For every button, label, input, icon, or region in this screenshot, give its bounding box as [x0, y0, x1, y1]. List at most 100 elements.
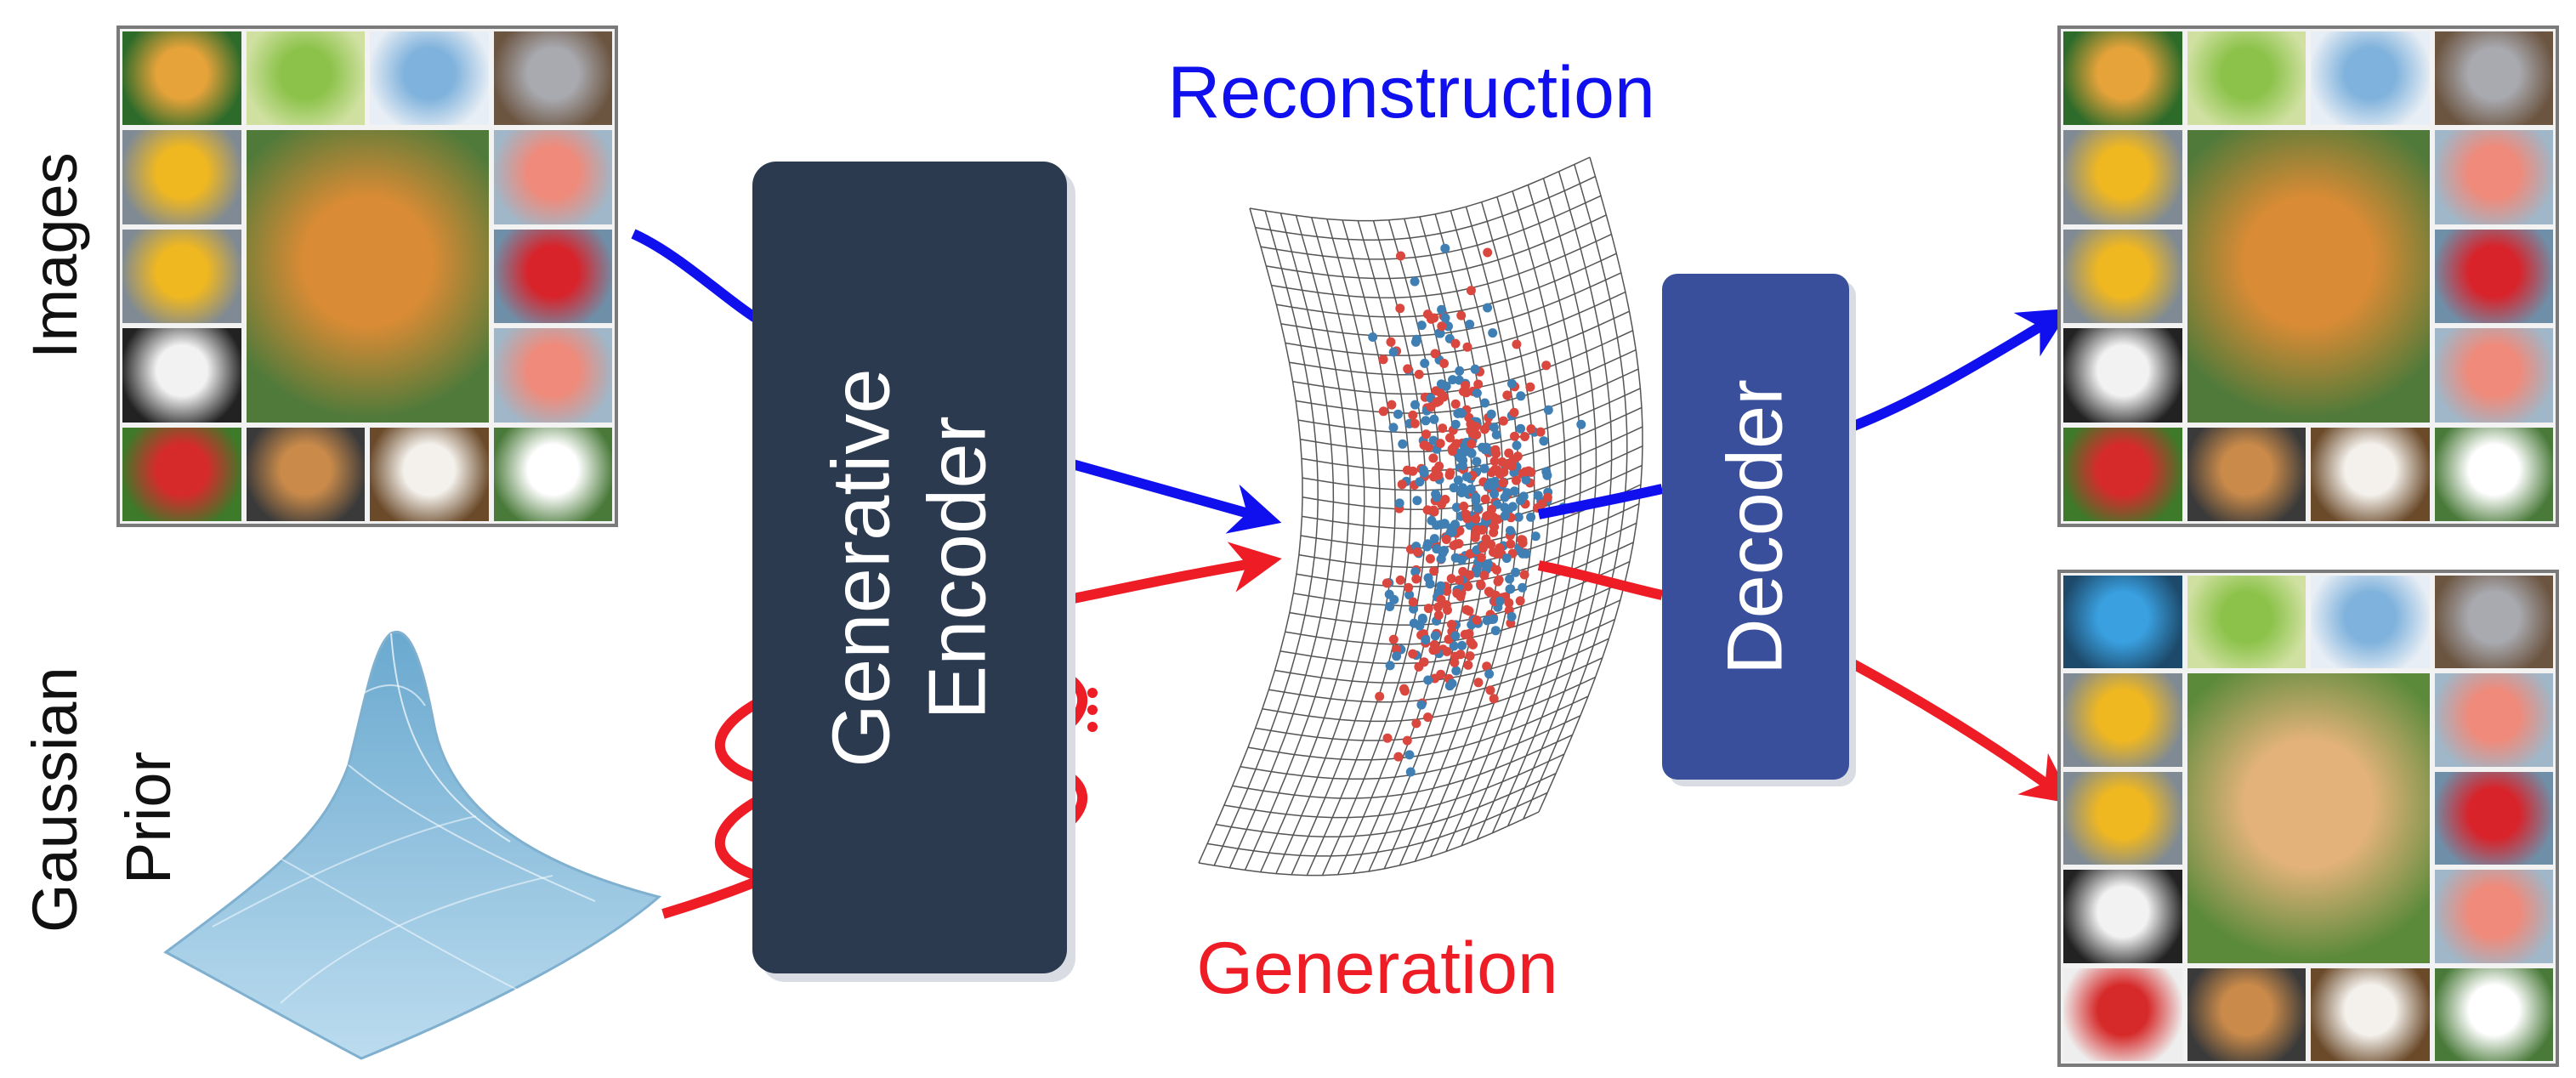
- reconstruction-to-latent-arrow: [1068, 458, 1282, 534]
- latent-point-reconstruction: [1429, 534, 1439, 544]
- latent-point-reconstruction: [1479, 463, 1489, 474]
- latent-point-generation: [1445, 468, 1455, 478]
- manifold-line: [1260, 217, 1365, 873]
- latent-point-reconstruction: [1516, 423, 1526, 434]
- latent-point-reconstruction: [1423, 675, 1433, 685]
- latent-point-reconstruction: [1428, 435, 1438, 445]
- latent-point-generation: [1512, 339, 1522, 349]
- latent-point-reconstruction: [1421, 635, 1431, 645]
- latent-point-reconstruction: [1500, 492, 1510, 502]
- latent-point-generation: [1459, 502, 1469, 511]
- latent-point-generation: [1493, 514, 1503, 525]
- latent-point-reconstruction: [1486, 409, 1496, 419]
- manifold-line: [1206, 791, 1548, 857]
- image-tile-blue-butterfly: [2061, 573, 2185, 672]
- latent-point-reconstruction: [1456, 408, 1467, 418]
- latent-point-reconstruction: [1542, 470, 1552, 480]
- latent-point-reconstruction: [1449, 483, 1459, 493]
- latent-point-reconstruction: [1430, 631, 1440, 641]
- latent-point-generation: [1423, 712, 1433, 723]
- image-tile-guitar: [243, 424, 367, 524]
- latent-point-reconstruction: [1489, 489, 1500, 499]
- latent-point-reconstruction: [1447, 678, 1457, 689]
- latent-point-generation: [1465, 570, 1475, 580]
- image-tile-flamingo: [2431, 326, 2556, 425]
- manifold-line: [1255, 676, 1596, 741]
- latent-point-reconstruction: [1436, 553, 1446, 564]
- latent-point-generation: [1438, 423, 1448, 434]
- image-tile-strawberry: [2061, 965, 2185, 1064]
- manifold-line: [1280, 272, 1622, 338]
- latent-point-generation: [1498, 478, 1508, 488]
- latent-point-generation: [1485, 685, 1495, 695]
- latent-point-reconstruction: [1466, 484, 1476, 494]
- latent-point-generation: [1502, 390, 1512, 400]
- latent-point-generation: [1482, 511, 1492, 521]
- latent-point-reconstruction: [1404, 590, 1415, 600]
- image-tile-apple: [2184, 573, 2308, 672]
- latent-point-generation: [1411, 574, 1421, 584]
- latent-point-generation: [1473, 379, 1484, 389]
- manifold-line: [1249, 156, 1591, 222]
- latent-point-generation: [1455, 650, 1466, 660]
- latent-point-reconstruction: [1506, 378, 1517, 389]
- latent-point-generation: [1428, 453, 1438, 463]
- reconstruction-title: Reconstruction: [1167, 52, 1655, 133]
- manifold-line: [1260, 195, 1602, 260]
- manifold-line: [1293, 542, 1634, 607]
- image-tile-airplane: [2308, 29, 2432, 128]
- latent-point-generation: [1461, 604, 1472, 615]
- image-tile-flamingo: [491, 326, 615, 425]
- latent-point-generation: [1442, 646, 1452, 656]
- latent-point-generation: [1402, 735, 1412, 746]
- latent-point-reconstruction: [1511, 567, 1520, 577]
- latent-point-generation: [1460, 629, 1470, 639]
- image-tile-school-bus: [2061, 226, 2185, 326]
- generative-encoder-block: Generative Encoder: [752, 162, 1067, 973]
- manifold-line: [1255, 175, 1596, 241]
- latent-point-reconstruction: [1409, 618, 1419, 628]
- gaussian-prior-surface: [163, 630, 662, 1060]
- manifold-line: [1262, 657, 1603, 723]
- latent-point-reconstruction: [1521, 548, 1531, 559]
- latent-point-generation: [1395, 304, 1405, 314]
- latent-point-generation: [1494, 575, 1504, 585]
- latent-point-reconstruction: [1449, 641, 1459, 651]
- latent-point-reconstruction: [1416, 700, 1427, 710]
- latent-point-generation: [1463, 582, 1473, 592]
- manifold-line: [1302, 445, 1643, 511]
- image-tile-flamingo: [2431, 867, 2556, 966]
- latent-point-reconstruction: [1409, 604, 1419, 614]
- manifold-line: [1285, 291, 1626, 356]
- latent-point-generation: [1492, 565, 1501, 575]
- manifold-line: [1289, 560, 1631, 626]
- latent-point-generation: [1519, 570, 1529, 580]
- latent-point-generation: [1509, 407, 1519, 417]
- latent-point-generation: [1498, 416, 1508, 426]
- latent-point-generation: [1535, 427, 1546, 437]
- latent-point-reconstruction: [1489, 423, 1499, 433]
- latent-point-reconstruction: [1415, 477, 1425, 487]
- latent-point-generation: [1471, 513, 1481, 524]
- latent-point-reconstruction: [1488, 480, 1498, 491]
- image-tile-flamingo: [491, 128, 615, 227]
- latent-point-generation: [1431, 644, 1441, 655]
- latent-point-reconstruction: [1447, 527, 1457, 537]
- image-tile-butterfly: [2061, 29, 2185, 128]
- latent-point-reconstruction: [1457, 461, 1467, 471]
- manifold-line: [1271, 233, 1612, 298]
- image-tile-red-sports-car: [2431, 769, 2556, 868]
- latent-point-generation: [1456, 310, 1467, 321]
- latent-point-generation: [1481, 534, 1491, 544]
- latent-point-generation: [1461, 388, 1472, 398]
- latent-point-reconstruction: [1465, 320, 1475, 329]
- input-images-grid: [116, 26, 618, 527]
- latent-to-decoder-blue: [1537, 484, 1664, 519]
- latent-point-generation: [1433, 610, 1444, 621]
- latent-point-reconstruction: [1450, 519, 1460, 530]
- latent-point-generation: [1461, 381, 1471, 390]
- latent-point-generation: [1526, 424, 1536, 434]
- manifold-line: [1215, 773, 1557, 838]
- decoder-label: Decoder: [1711, 378, 1799, 675]
- latent-point-reconstruction: [1388, 423, 1399, 433]
